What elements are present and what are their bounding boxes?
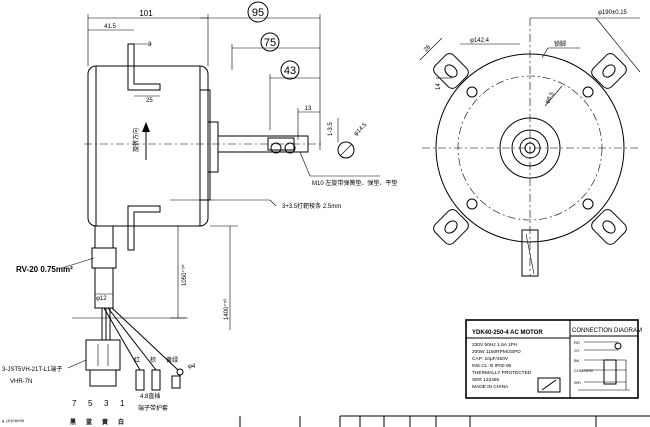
cable-exit	[521, 229, 539, 277]
wire-color-2: 棕	[150, 356, 156, 364]
conn-label-rd: RD	[574, 340, 580, 345]
dia-142: φ142.4	[470, 38, 490, 44]
dim-41-5: 41.5	[104, 24, 116, 30]
mounting-lug-bl	[433, 209, 469, 245]
pin-color-white: 白	[118, 418, 124, 426]
connection-diagram: RD GY BK COMMON WH	[574, 340, 630, 391]
dim-13: 13	[305, 106, 312, 112]
front-view: φ190±0.15 φ142.4 26 14 锁脚 φ6.5	[419, 10, 641, 277]
pin-color-yellow: 黄	[102, 418, 108, 426]
bracket-note: 3+3.5打靶棱条 2.5mm	[282, 202, 341, 210]
nameplate-line-4: INS.CL: B IP00 06	[472, 363, 512, 369]
motor-flange	[435, 53, 625, 243]
dim-26: 26	[423, 44, 432, 53]
shaft-section	[337, 141, 355, 159]
terminal-note-2: 端子带护套	[138, 404, 168, 412]
pin-3: 3	[104, 399, 109, 408]
dim-75: 75	[264, 37, 276, 49]
dia-6-5: φ6.5	[545, 91, 557, 105]
bracket-top	[127, 43, 161, 91]
connector-model: VHR-7N	[10, 379, 32, 385]
mounting-lug-br	[591, 209, 627, 245]
dim-95: 95	[252, 7, 264, 19]
nameplate-frame	[465, 319, 639, 399]
connector-7pin	[85, 339, 121, 371]
connector-note: 3-JST5VH-21T-L1端子	[2, 365, 62, 373]
dim-14: 14	[436, 83, 442, 90]
bracket-bottom	[127, 205, 161, 251]
title-block-edge	[239, 415, 650, 427]
lug-label: 锁脚	[554, 40, 566, 48]
sleeve-dia: φ12	[96, 296, 107, 302]
dim-43: 43	[284, 65, 296, 77]
shaft-hub	[519, 137, 541, 159]
len-1400: 1400⁺⁵⁰	[223, 298, 230, 320]
dim-43-balloon	[280, 60, 300, 80]
mounting-lug-tr	[591, 53, 627, 89]
wire-color-3: 黄绿	[166, 356, 178, 364]
nameplate-line-2: 200W 1150RPM/3SPD	[472, 349, 521, 355]
wire-color-1: 红	[134, 356, 140, 364]
nameplate-line-7: MADE IN CHINA	[472, 384, 509, 390]
wire-spec: RV-20 0.75mm²	[16, 265, 73, 274]
nut-note: M10 左旋带弹簧垫、弹垫、平垫	[312, 179, 397, 187]
nameplate-line-5: THERMALLY PROTECTED	[472, 370, 532, 376]
mounting-lug-tl	[433, 53, 469, 89]
dim-25: 25	[146, 98, 153, 104]
phi4: φ4	[188, 364, 196, 370]
pin-color-black: 黑	[70, 418, 76, 426]
conn-label-wh: WH	[574, 380, 581, 385]
cable-sleeve	[94, 267, 114, 309]
connection-title: CONNECTION DIAGRAM	[572, 328, 642, 334]
dim-75-balloon	[260, 32, 280, 52]
rotation-label: 旋转方向	[132, 128, 140, 152]
dim-101: 101	[139, 9, 153, 18]
pin-7: 7	[72, 399, 77, 408]
corner-text: ᵃ ¹⁰¹⁰⁰⁰⁰⁰	[2, 419, 25, 426]
side-view: 101 41.5 95 75 43 3 25 旋转方向	[2, 1, 397, 426]
conn-label-common: COMMON	[574, 368, 593, 373]
pin-1: 1	[120, 399, 125, 408]
dim-shaft-dia: φ14.5	[353, 122, 369, 138]
dim-shaft-len: 1-3.5	[328, 122, 334, 136]
pin-5: 5	[88, 399, 93, 408]
nameplate-line-6: SER 123456	[472, 377, 500, 383]
conn-label-gy: GY	[574, 348, 580, 353]
terminal-note: 4.8直插	[140, 392, 160, 400]
len-1050: 1050⁺⁵⁰	[181, 264, 188, 286]
conn-label-bk: BK	[574, 358, 580, 363]
nameplate-model: YDK40-250-4 AC MOTOR	[472, 330, 543, 336]
nameplate-line-3: CAP: 10μF/450V	[472, 356, 509, 362]
pin-color-blue: 蓝	[86, 418, 92, 426]
nameplate-line-1: 230V 50Hz 1.6A 1PH	[472, 342, 518, 348]
nameplate: YDK40-250-4 AC MOTOR CONNECTION DIAGRAM …	[465, 319, 642, 399]
dim-3: 3	[148, 42, 152, 48]
dia-190: φ190±0.15	[598, 10, 628, 16]
dim-95-balloon	[247, 1, 269, 23]
